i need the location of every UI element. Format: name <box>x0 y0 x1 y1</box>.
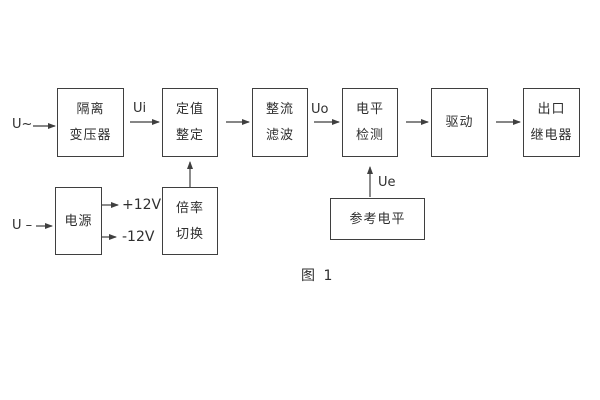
block-power-supply: 电源 <box>55 187 102 255</box>
block-label: 滤波 <box>265 128 294 143</box>
signal-ue: Ue <box>378 175 396 190</box>
block-label: 参考电平 <box>349 211 406 227</box>
block-label: 整定 <box>175 128 204 143</box>
block-drive: 驱动 <box>431 88 488 157</box>
signal-uo: Uo <box>311 102 329 117</box>
block-isolation-transformer: 隔离 变压器 <box>57 88 124 157</box>
block-label: 变压器 <box>69 128 112 143</box>
block-output-relay: 出口 继电器 <box>523 88 580 157</box>
block-label: 出口 <box>537 102 566 117</box>
block-label: 电源 <box>64 213 93 229</box>
figure-caption: 图 1 <box>301 268 335 284</box>
block-ratio-switch: 倍率 切换 <box>162 187 218 255</box>
block-label: 电平 <box>355 102 384 117</box>
block-label: 驱动 <box>445 115 474 130</box>
block-label: 继电器 <box>530 128 573 143</box>
signal-ac-input: U~ <box>12 117 33 132</box>
block-label: 隔离 <box>76 102 105 117</box>
block-level-detect: 电平 检测 <box>342 88 398 157</box>
block-label: 检测 <box>355 128 384 143</box>
block-label: 切换 <box>175 226 204 242</box>
block-label: 定值 <box>175 102 204 117</box>
block-value-setting: 定值 整定 <box>162 88 218 157</box>
block-label: 倍率 <box>175 200 204 216</box>
signal-ui: Ui <box>133 101 147 116</box>
block-label: 整流 <box>265 102 294 117</box>
block-rectify-filter: 整流 滤波 <box>252 88 308 157</box>
signal-minus-12v: -12V <box>122 229 155 245</box>
signal-plus-12v: +12V <box>122 197 162 213</box>
block-reference-level: 参考电平 <box>330 198 425 240</box>
signal-dc-input: U – <box>12 218 33 233</box>
